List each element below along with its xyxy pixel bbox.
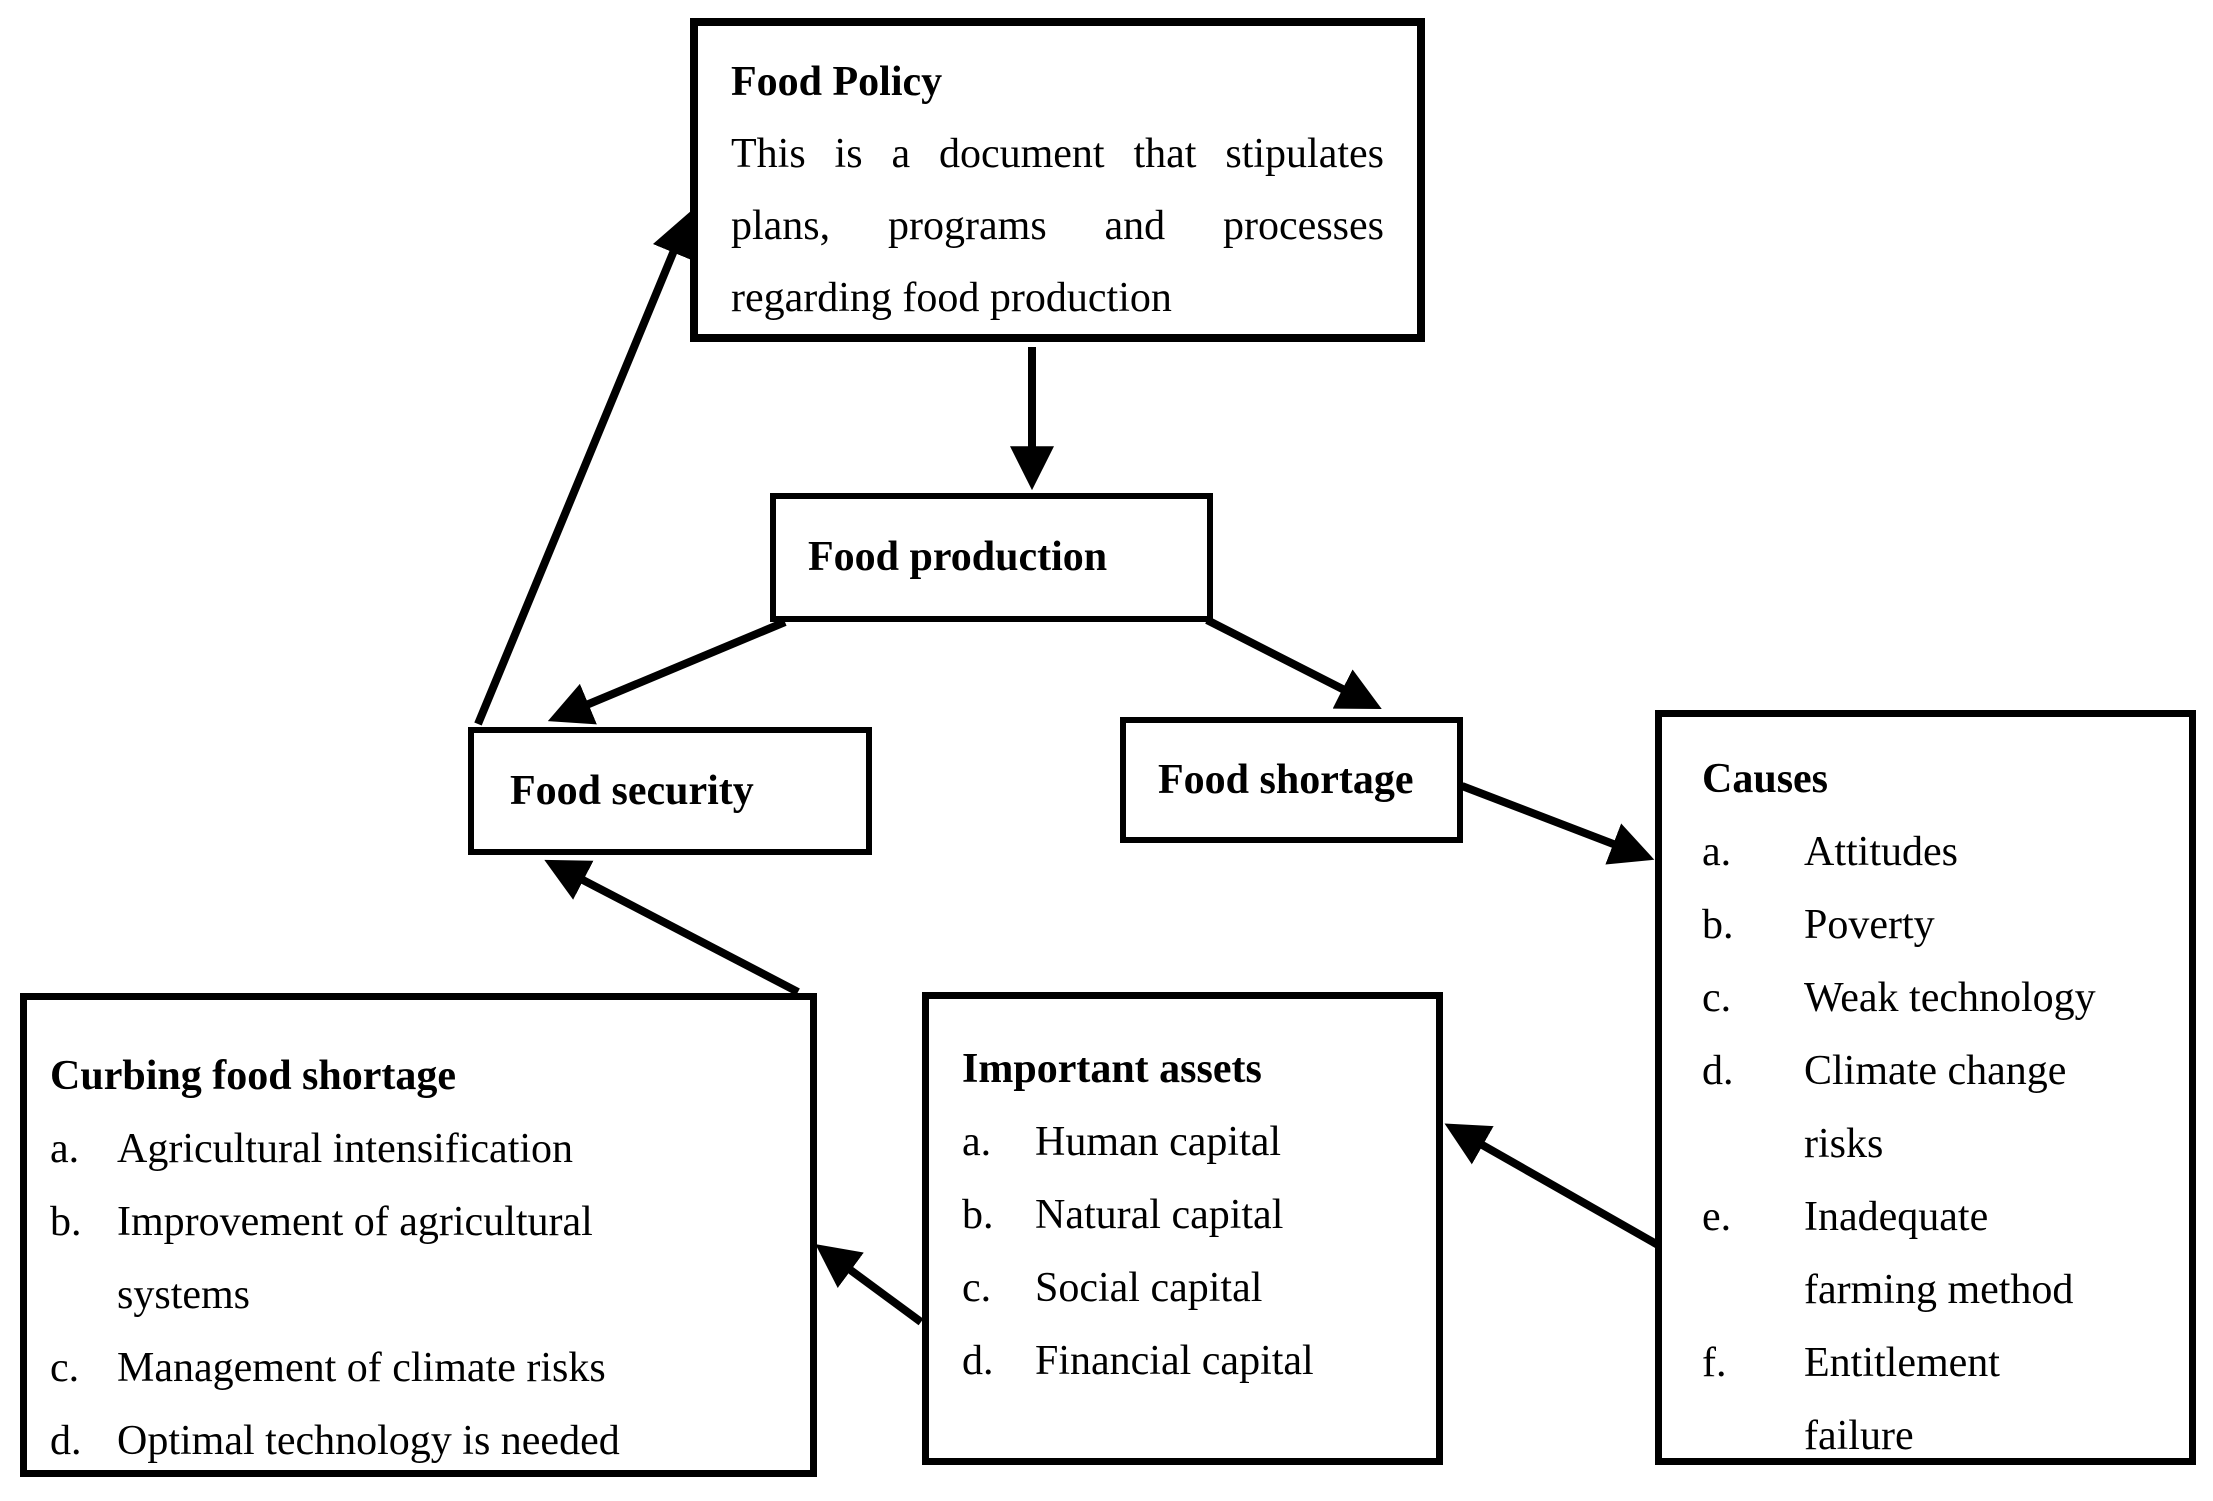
box-food-production: Food production <box>770 493 1213 622</box>
box-food-policy: Food Policy This is a document that stip… <box>690 18 1425 342</box>
item-text: Entitlement failure <box>1804 1340 2000 1459</box>
item-text: Natural capital <box>1035 1192 1284 1238</box>
item-letter: c. <box>50 1345 80 1391</box>
list-item: c. Weak technology <box>1702 962 2165 1035</box>
list-item: e. Inadequate farming method <box>1702 1181 2165 1327</box>
list-item: d. Optimal technology is needed <box>50 1405 790 1478</box>
item-text: Social capital <box>1035 1265 1263 1311</box>
list-item: c. Management of climate risks <box>50 1332 790 1405</box>
item-text: Improvement of agricultural systems <box>117 1199 593 1318</box>
food-shortage-label: Food shortage <box>1158 756 1414 803</box>
causes-title: Causes <box>1702 756 1829 802</box>
box-curbing-food-shortage: Curbing food shortage a. Agricultural in… <box>20 993 817 1477</box>
item-text: Weak technology <box>1804 975 2096 1021</box>
important-assets-title: Important assets <box>962 1046 1262 1092</box>
item-text: Human capital <box>1035 1119 1282 1165</box>
list-item: a. Agricultural intensification <box>50 1113 790 1186</box>
food-policy-description: This is a document that stipulates plans… <box>731 131 1384 321</box>
list-item: c. Social capital <box>962 1252 1416 1325</box>
arrow-food-production-to-food-shortage <box>1205 616 1382 709</box>
item-letter: f. <box>1702 1340 1727 1386</box>
item-text: Poverty <box>1804 902 1935 948</box>
box-important-assets: Important assets a. Human capital b. Nat… <box>922 992 1443 1465</box>
item-letter: c. <box>962 1265 992 1311</box>
list-item: b. Improvement of agricultural systems <box>50 1186 790 1332</box>
arrow-causes-to-important-assets <box>1444 1123 1660 1249</box>
item-letter: a. <box>50 1126 80 1172</box>
item-text: Management of climate risks <box>117 1345 606 1391</box>
item-text: Financial capital <box>1035 1338 1314 1384</box>
food-security-label: Food security <box>510 767 754 814</box>
item-text: Agricultural intensification <box>117 1126 574 1172</box>
list-item: b. Natural capital <box>962 1179 1416 1252</box>
item-letter: b. <box>50 1199 82 1245</box>
food-policy-title: Food Policy <box>731 59 943 105</box>
item-letter: b. <box>962 1192 994 1238</box>
list-item: d. Climate change risks <box>1702 1035 2165 1181</box>
list-item: f. Entitlement failure <box>1702 1327 2165 1473</box>
item-letter: e. <box>1702 1194 1732 1240</box>
list-item: a. Attitudes <box>1702 816 2165 889</box>
arrow-food-production-to-food-security <box>547 618 787 725</box>
item-text: Attitudes <box>1804 829 1958 875</box>
item-text: Optimal technology is needed <box>117 1418 620 1464</box>
list-item: d. Financial capital <box>962 1325 1416 1398</box>
item-text: Inadequate farming method <box>1804 1194 2074 1313</box>
food-production-label: Food production <box>808 534 1108 580</box>
box-food-shortage: Food shortage <box>1120 717 1463 843</box>
list-item: a. Human capital <box>962 1106 1416 1179</box>
item-letter: a. <box>962 1119 992 1165</box>
item-text: Climate change risks <box>1804 1048 2067 1167</box>
item-letter: c. <box>1702 975 1732 1021</box>
arrow-curbing-food-shortage-to-food-security <box>544 859 800 996</box>
item-letter: d. <box>962 1338 994 1384</box>
arrow-food-shortage-to-causes <box>1460 782 1655 865</box>
curbing-food-shortage-title: Curbing food shortage <box>50 1053 457 1099</box>
arrow-important-assets-to-curbing-food-shortage <box>815 1244 924 1326</box>
item-letter: a. <box>1702 829 1732 875</box>
item-letter: b. <box>1702 902 1734 948</box>
item-letter: d. <box>50 1418 82 1464</box>
arrow-food-security-to-food-policy <box>474 211 694 726</box>
item-letter: d. <box>1702 1048 1734 1094</box>
box-food-security: Food security <box>468 727 872 855</box>
list-item: b. Poverty <box>1702 889 2165 962</box>
box-causes: Causes a. Attitudes b. Poverty c. Weak t… <box>1655 710 2196 1465</box>
